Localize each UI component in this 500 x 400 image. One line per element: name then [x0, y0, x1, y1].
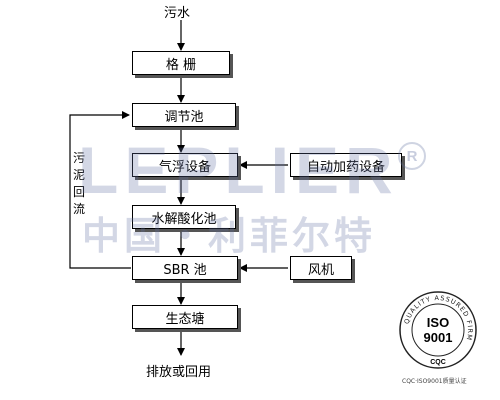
box-eco-pond: 生态塘	[132, 305, 238, 329]
sludge-return-label: 污泥回流	[72, 151, 85, 216]
box-auto-dosing: 自动加药设备	[290, 153, 402, 177]
seal-cqc-text: CQC	[430, 359, 446, 366]
box-air-flotation: 气浮设备	[132, 153, 238, 177]
sludge-return-line	[69, 111, 131, 269]
certification-caption: CQC·ISO9001质量认证	[402, 378, 467, 385]
iso-certification-seal: QUALITY ASSURED FIRM ISO 9001 CQC	[399, 291, 477, 369]
box-regulating-tank: 调节池	[132, 103, 236, 127]
box-blower: 风机	[290, 256, 352, 280]
seal-iso-text: ISO	[427, 315, 449, 330]
box-sbr-tank: SBR 池	[132, 256, 238, 280]
seal-number-text: 9001	[424, 330, 453, 345]
watermark-registered-mark: R	[398, 142, 426, 170]
output-label-discharge-or-reuse: 排放或回用	[146, 365, 212, 380]
input-label-sewage: 污水	[164, 6, 191, 21]
box-hydrolysis-tank: 水解酸化池	[132, 205, 236, 229]
box-grating: 格 栅	[132, 51, 230, 75]
